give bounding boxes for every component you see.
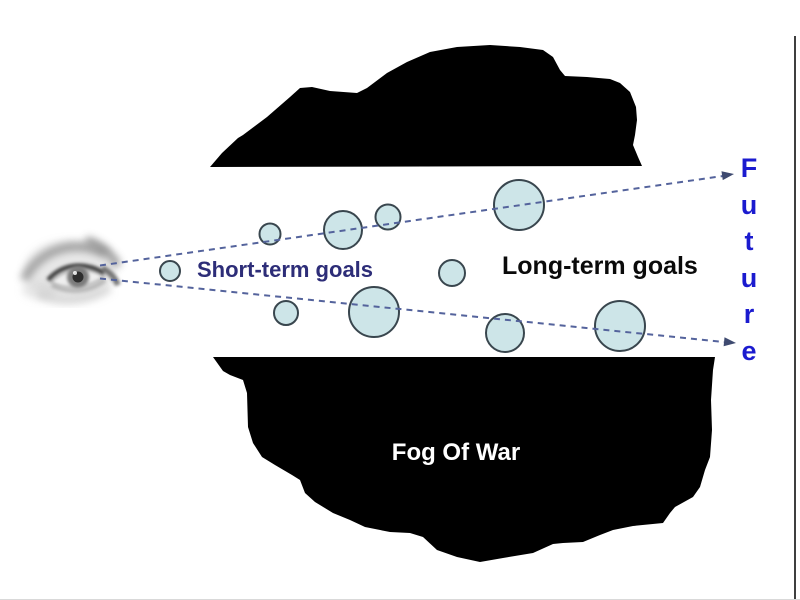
goal-circle — [273, 300, 299, 326]
goal-circle — [258, 222, 282, 246]
future-letter: e — [741, 335, 757, 366]
goal-circle — [159, 260, 181, 282]
future-letter: t — [744, 226, 754, 256]
arrowhead-icon — [723, 337, 736, 347]
future-letter: u — [740, 262, 758, 293]
fog-blob-bottom — [213, 357, 715, 562]
dashed-sightline — [99, 277, 725, 343]
eye-sketch-icon — [19, 236, 122, 305]
goal-circles — [159, 179, 646, 353]
goal-circle — [438, 259, 466, 287]
goal-circle — [348, 286, 400, 338]
future-letter: r — [743, 299, 755, 329]
dashed-sightline — [99, 175, 724, 267]
vision-cone-arrows — [99, 171, 736, 347]
fog-of-war-label: Fog Of War — [391, 439, 521, 466]
future-letter: u — [740, 189, 758, 220]
future-letter: F — [740, 153, 758, 183]
goal-circle — [374, 203, 402, 231]
slide-right-border — [794, 36, 796, 600]
goal-circle — [594, 300, 646, 352]
short-term-goals-label: Short-term goals — [197, 257, 374, 282]
fog-blob-top — [210, 45, 642, 167]
arrowhead-icon — [721, 171, 734, 181]
goal-circle — [485, 313, 525, 353]
long-term-goals-label: Long-term goals — [502, 252, 698, 280]
